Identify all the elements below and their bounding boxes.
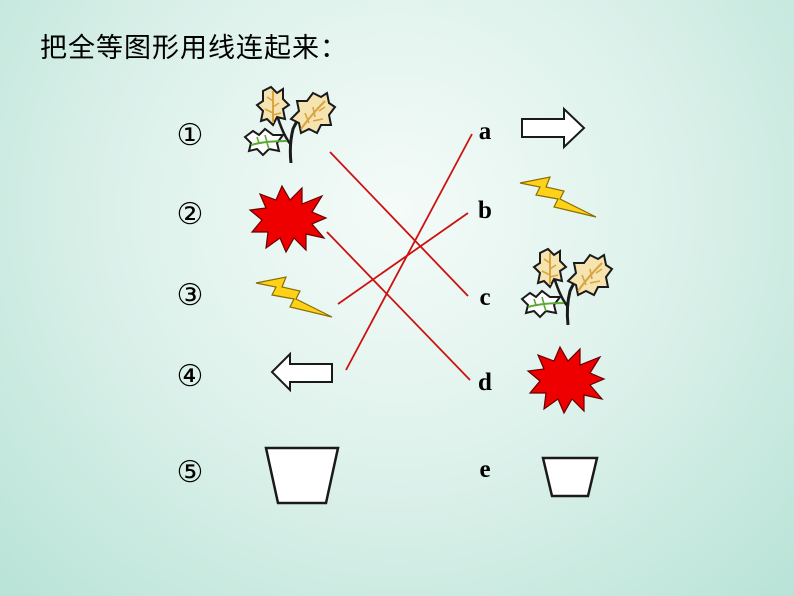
- leaf-icon: [520, 247, 614, 326]
- label-left-1: ①: [176, 118, 204, 153]
- connection-line-4-a[interactable]: [345, 133, 473, 371]
- connection-line-1-c[interactable]: [329, 151, 469, 297]
- leaf-icon: [243, 85, 337, 164]
- label-left-2: ②: [176, 197, 204, 232]
- label-left-4: ④: [176, 359, 204, 394]
- starburst-icon: [526, 345, 606, 415]
- trapezoid-icon: [541, 456, 599, 498]
- label-right-a: a: [478, 118, 492, 145]
- label-left-3: ③: [176, 278, 204, 313]
- lightning-icon: [519, 176, 597, 218]
- label-left-5: ⑤: [176, 455, 204, 490]
- arrow-right-icon: [521, 106, 586, 150]
- arrow-left-icon: [270, 351, 333, 393]
- lightning-icon: [255, 276, 333, 318]
- label-right-d: d: [478, 369, 492, 396]
- trapezoid-icon: [264, 446, 340, 505]
- page-title: 把全等图形用线连起来：: [40, 33, 348, 64]
- connection-line-2-d[interactable]: [326, 231, 471, 381]
- label-right-b: b: [478, 197, 492, 224]
- connection-line-3-b[interactable]: [337, 212, 469, 305]
- label-right-c: c: [479, 284, 491, 311]
- starburst-icon: [248, 184, 328, 254]
- label-right-e: e: [479, 456, 491, 483]
